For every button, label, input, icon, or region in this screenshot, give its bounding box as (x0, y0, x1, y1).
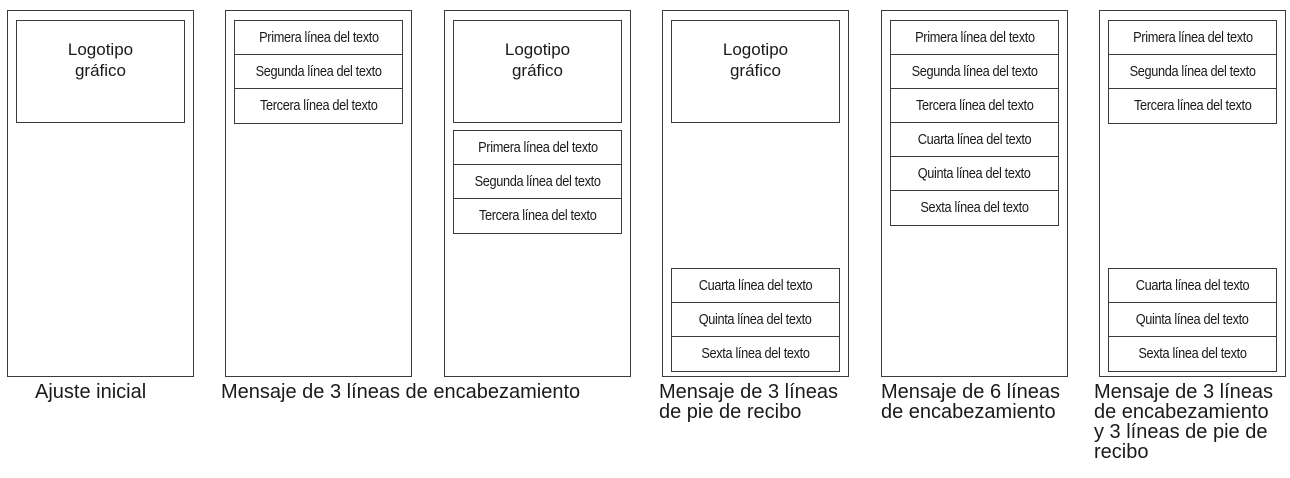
footer-line-4: Cuarta línea del texto (672, 269, 839, 303)
header-line-2: Segunda línea del texto (891, 55, 1058, 89)
caption-initial: Ajuste inicial (35, 381, 147, 403)
header-line-3: Tercera línea del texto (891, 89, 1058, 123)
receipt-panel-6-header-lines: Primera línea del texto Segunda línea de… (881, 10, 1068, 377)
header-line-1: Primera línea del texto (891, 21, 1058, 55)
caption-3-header-lines: Mensaje de 3 líneas de encabezamiento (221, 381, 581, 403)
footer-line-4: Cuarta línea del texto (1109, 269, 1276, 303)
header-lines-box: Primera línea del texto Segunda línea de… (453, 130, 622, 234)
graphic-logo-box: Logotipo gráfico (671, 20, 840, 123)
header-line-3: Tercera línea del texto (478, 208, 597, 224)
receipt-panel-header-and-footer: Primera línea del texto Segunda línea de… (1099, 10, 1286, 377)
footer-line-6: Sexta línea del texto (1138, 346, 1247, 362)
footer-line-5: Quinta línea del texto (1109, 303, 1276, 337)
caption-header-and-footer: Mensaje de 3 líneas de encabezamiento y … (1094, 381, 1274, 463)
footer-line-6: Sexta línea del texto (701, 346, 810, 362)
receipt-panel-logo-and-header: Logotipo gráfico Primera línea del texto… (444, 10, 631, 377)
footer-lines-box: Cuarta línea del texto Quinta línea del … (1108, 268, 1277, 372)
footer-line-5: Quinta línea del texto (672, 303, 839, 337)
receipt-panel-3-header-lines: Primera línea del texto Segunda línea de… (225, 10, 412, 377)
graphic-logo-box: Logotipo gráfico (16, 20, 185, 123)
header-line-3: Tercera línea del texto (259, 98, 378, 114)
header-line-1: Primera línea del texto (1109, 21, 1276, 55)
header-line-5: Quinta línea del texto (891, 157, 1058, 191)
header-line-2: Segunda línea del texto (1109, 55, 1276, 89)
receipt-panel-3-footer-lines: Logotipo gráfico Cuarta línea del texto … (662, 10, 849, 377)
caption-6-header-lines: Mensaje de 6 líneas de encabezamiento (881, 381, 1061, 423)
header-lines-box: Primera línea del texto Segunda línea de… (890, 20, 1059, 226)
header-lines-box: Primera línea del texto Segunda línea de… (1108, 20, 1277, 124)
header-lines-box: Primera línea del texto Segunda línea de… (234, 20, 403, 124)
graphic-logo-box: Logotipo gráfico (453, 20, 622, 123)
caption-3-footer-lines: Mensaje de 3 líneas de pie de recibo (659, 381, 839, 423)
receipt-panel-initial: Logotipo gráfico (7, 10, 194, 377)
header-line-2: Segunda línea del texto (454, 165, 621, 199)
header-line-1: Primera línea del texto (235, 21, 402, 55)
header-line-6: Sexta línea del texto (920, 200, 1029, 216)
header-line-2: Segunda línea del texto (235, 55, 402, 89)
footer-lines-box: Cuarta línea del texto Quinta línea del … (671, 268, 840, 372)
header-line-1: Primera línea del texto (454, 131, 621, 165)
header-line-4: Cuarta línea del texto (891, 123, 1058, 157)
header-line-3: Tercera línea del texto (1133, 98, 1252, 114)
